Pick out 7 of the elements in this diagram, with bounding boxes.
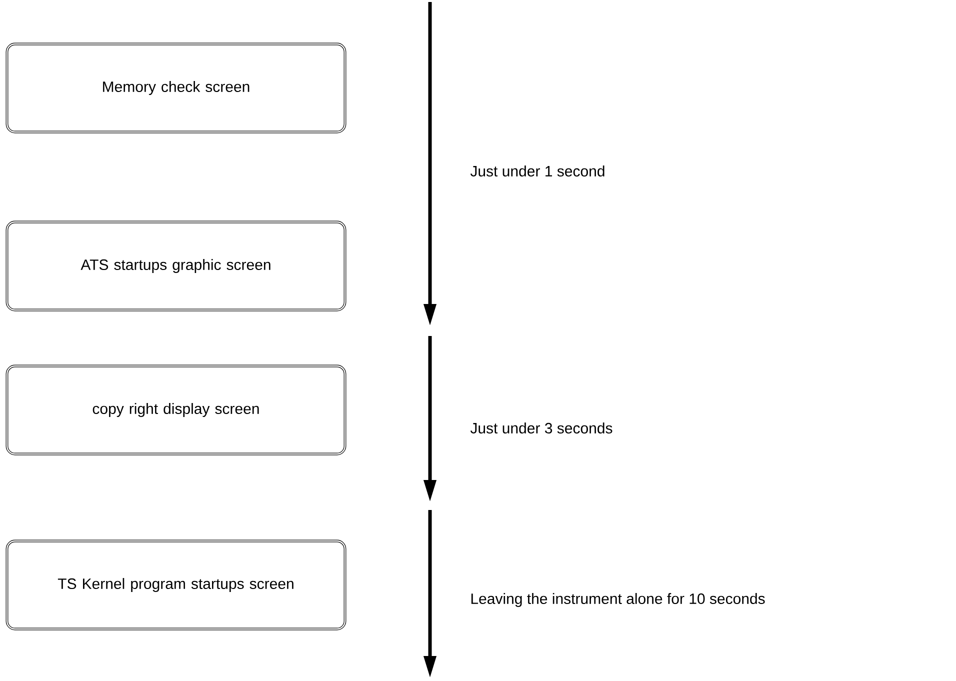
duration-label: Leaving the instrument alone for 10 seconds [471, 593, 765, 607]
duration-label: Just under 3 seconds [470, 422, 612, 434]
screen-box: Memory check screen [6, 42, 346, 134]
screen-box: TS Kernel program startups screen [6, 540, 346, 630]
screen-box: copy right display screen [6, 364, 346, 456]
duration-label: Just under 1 second [470, 166, 604, 176]
screen-box: ATS startups graphic screen [6, 220, 346, 312]
